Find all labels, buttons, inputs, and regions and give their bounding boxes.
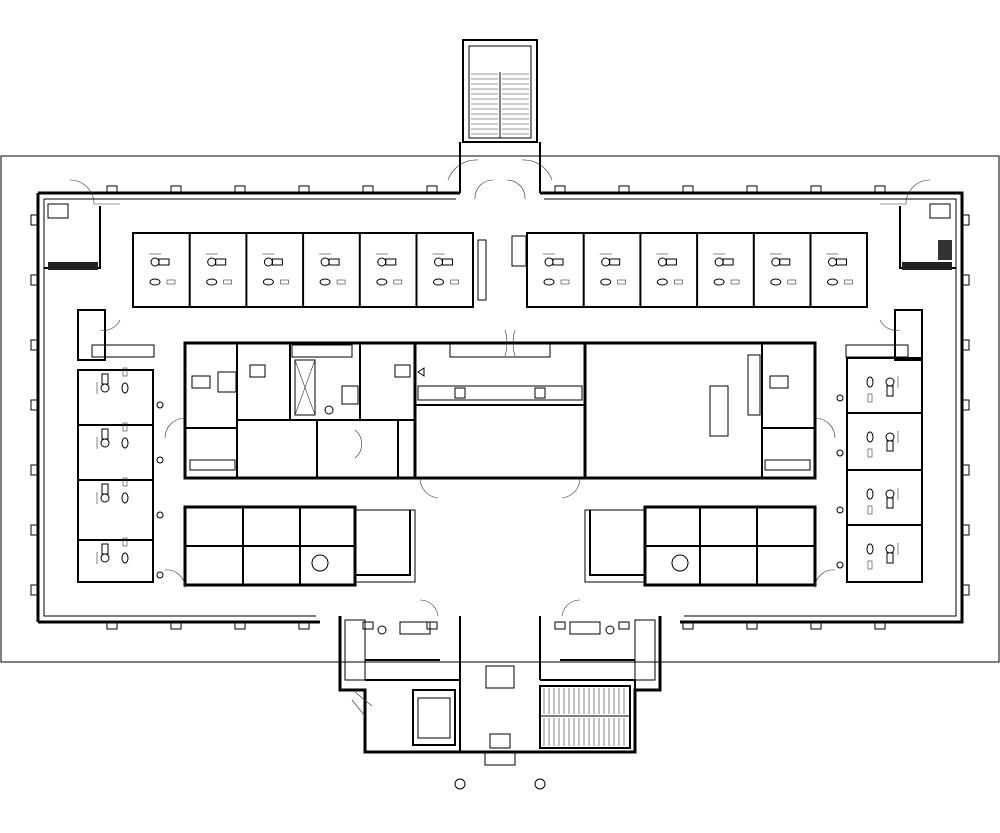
window-column bbox=[426, 621, 438, 630]
entry-column bbox=[454, 778, 466, 790]
door-stop bbox=[156, 401, 164, 409]
dental-chair bbox=[149, 253, 176, 286]
dental-chair bbox=[205, 253, 232, 286]
south-entry bbox=[351, 665, 516, 766]
window-column bbox=[682, 621, 694, 630]
door-stop bbox=[156, 456, 164, 464]
window-column bbox=[874, 185, 886, 194]
window-column bbox=[106, 621, 118, 630]
elevator bbox=[412, 689, 456, 746]
window-column bbox=[961, 339, 970, 351]
window-column bbox=[961, 524, 970, 536]
top-operatory-row bbox=[132, 232, 868, 308]
dental-chair bbox=[599, 253, 627, 286]
dental-chair bbox=[769, 253, 797, 286]
window-column bbox=[30, 584, 39, 596]
core-center bbox=[413, 329, 587, 480]
south-annex bbox=[338, 616, 662, 754]
lower-east-block bbox=[584, 505, 817, 587]
window-column bbox=[746, 185, 758, 194]
site-boundary bbox=[0, 155, 1000, 663]
window-column bbox=[170, 185, 182, 194]
window-column bbox=[30, 274, 39, 286]
dental-chair bbox=[319, 253, 346, 286]
window-column bbox=[618, 621, 630, 630]
north-stair bbox=[447, 39, 553, 200]
window-column bbox=[234, 621, 246, 630]
south-stair bbox=[539, 685, 631, 749]
dental-chair bbox=[866, 488, 899, 515]
window-column bbox=[30, 339, 39, 351]
core-east bbox=[583, 341, 836, 480]
dental-chair bbox=[656, 253, 683, 286]
window-column bbox=[554, 621, 566, 630]
window-column bbox=[810, 621, 822, 630]
window-column bbox=[961, 399, 970, 411]
door-stop bbox=[836, 561, 844, 569]
dental-chair bbox=[262, 253, 289, 286]
window-column bbox=[961, 464, 970, 476]
window-column bbox=[30, 214, 39, 226]
window-column bbox=[874, 621, 886, 630]
core-west bbox=[164, 341, 417, 480]
window-column bbox=[682, 185, 694, 194]
dental-chair bbox=[866, 376, 899, 403]
window-column bbox=[961, 274, 970, 286]
window-column bbox=[618, 185, 630, 194]
dental-chair bbox=[96, 422, 129, 449]
window-column bbox=[554, 185, 566, 194]
window-column bbox=[961, 214, 970, 226]
window-column bbox=[961, 584, 970, 596]
window-column bbox=[234, 185, 246, 194]
window-column bbox=[30, 399, 39, 411]
window-column bbox=[170, 621, 182, 630]
door-stop bbox=[156, 571, 164, 579]
lower-west-block bbox=[183, 505, 416, 587]
window-column bbox=[362, 185, 374, 194]
dental-chair bbox=[96, 537, 129, 564]
door-stop bbox=[836, 394, 844, 402]
entry-column bbox=[534, 778, 546, 790]
door-stop bbox=[156, 511, 164, 519]
dental-chair bbox=[543, 253, 570, 286]
exterior-wall bbox=[36, 191, 964, 624]
window-column bbox=[426, 185, 438, 194]
window-column bbox=[106, 185, 118, 194]
dental-chair bbox=[96, 477, 129, 504]
door-stop bbox=[836, 506, 844, 514]
dental-chair bbox=[375, 253, 403, 286]
window-column bbox=[298, 621, 310, 630]
window-column bbox=[30, 464, 39, 476]
dental-chair bbox=[713, 253, 740, 286]
dental-chair bbox=[866, 543, 899, 570]
perimeter-columns bbox=[30, 185, 970, 630]
dental-chair bbox=[96, 367, 129, 394]
window-column bbox=[746, 621, 758, 630]
corner-room-nw bbox=[44, 179, 120, 270]
door-stop bbox=[836, 449, 844, 457]
corridor-doors bbox=[99, 319, 901, 617]
window-column bbox=[30, 524, 39, 536]
window-column bbox=[810, 185, 822, 194]
dental-chair bbox=[432, 253, 459, 286]
dental-chair bbox=[826, 253, 853, 286]
corner-room-ne bbox=[880, 179, 956, 270]
window-column bbox=[298, 185, 310, 194]
right-operatory-column bbox=[836, 309, 923, 583]
left-operatory-column bbox=[77, 309, 164, 583]
dental-chair bbox=[866, 431, 899, 458]
window-column bbox=[362, 621, 374, 630]
